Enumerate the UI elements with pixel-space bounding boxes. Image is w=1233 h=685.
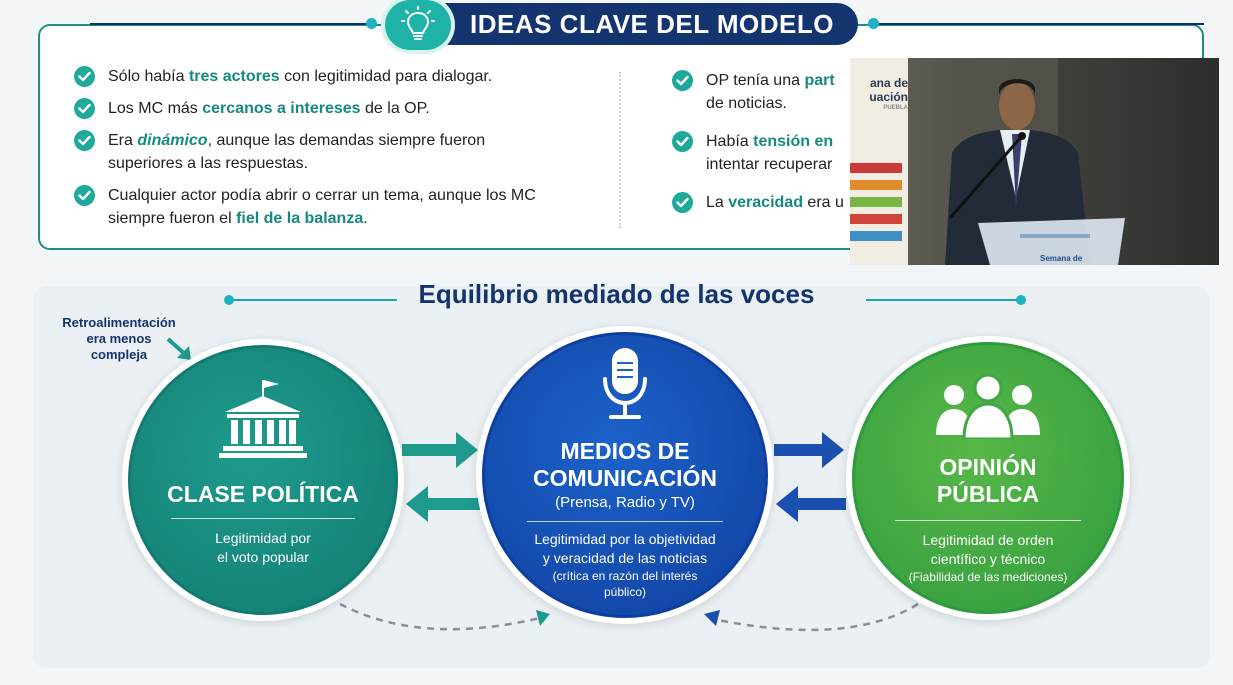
political-rule: [170, 518, 356, 519]
public-rule: [894, 520, 1082, 521]
key-idea-item: Había tensión en intentar recuperar: [672, 130, 852, 176]
check-circle-icon: [74, 66, 95, 87]
idea-text: de la OP.: [360, 100, 430, 117]
media-description: Legitimidad por la objetividad y veracid…: [534, 531, 716, 566]
header-line-right: [876, 23, 1204, 25]
key-idea-item: Cualquier actor podía abrir o cerrar un …: [74, 184, 544, 230]
column-divider: [619, 72, 621, 228]
media-note: (crítica en razón del interés público): [552, 569, 698, 599]
title-dot-left: [224, 295, 234, 305]
key-idea-item: Sólo había tres actores con legitimidad …: [74, 65, 544, 88]
check-circle-icon: [74, 185, 95, 206]
highlighted-term: cercanos a intereses: [202, 100, 361, 117]
header-dot-right: [868, 18, 879, 29]
title-dot-right: [1016, 295, 1026, 305]
political-title: CLASE POLÍTICA: [167, 481, 359, 507]
header-dot-left: [366, 18, 377, 29]
speaker-webcam-video[interactable]: ana de uación PUEBLA Semana de: [850, 58, 1219, 265]
idea-text: La: [706, 194, 729, 211]
idea-text: .: [363, 210, 368, 227]
dashed-feedback-arcs: [339, 602, 919, 632]
idea-text: era u: [802, 194, 844, 211]
highlighted-term: tres actores: [188, 68, 280, 85]
arrows-political-media: [402, 432, 480, 522]
idea-text: Había: [706, 133, 754, 150]
check-circle-icon: [672, 131, 693, 152]
title-line-left: [230, 299, 397, 301]
public-title: OPINIÓN PÚBLICA: [936, 454, 1040, 507]
key-idea-item: La veracidad era u: [672, 191, 852, 214]
highlighted-term: part: [804, 72, 835, 89]
idea-text: , aunque las demandas siempre fueron sup…: [108, 132, 486, 172]
media-subtitle: (Prensa, Radio y TV): [555, 494, 695, 511]
idea-text: OP tenía una: [706, 72, 805, 89]
key-ideas-left-list: Sólo había tres actores con legitimidad …: [74, 65, 544, 239]
header-title-pill: IDEAS CLAVE DEL MODELO: [420, 3, 858, 45]
highlighted-term: tensión en: [753, 133, 834, 150]
check-circle-icon: [672, 192, 693, 213]
media-rule: [527, 521, 723, 522]
political-class-circle: CLASE POLÍTICA Legitimidad por el voto p…: [128, 345, 398, 615]
header-line-left: [90, 23, 372, 25]
lightbulb-icon: [385, 0, 451, 50]
check-circle-icon: [74, 130, 95, 151]
feedback-arrow-icon: [166, 337, 191, 360]
podium-label: Semana de: [1040, 254, 1083, 263]
people-group-icon: [930, 373, 1046, 444]
idea-text: de noticias.: [706, 95, 787, 112]
media-title: MEDIOS DE COMUNICACIÓN: [533, 438, 717, 491]
public-note: (Fiabilidad de las mediciones): [908, 570, 1068, 584]
check-circle-icon: [74, 98, 95, 119]
idea-text: Cualquier actor podía abrir o cerrar un …: [108, 187, 536, 227]
microphone-icon: [597, 347, 653, 428]
public-description: Legitimidad de orden científico y técnic…: [922, 532, 1054, 567]
idea-text: Era: [108, 132, 138, 149]
political-description: Legitimidad por el voto popular: [215, 530, 311, 565]
check-circle-icon: [672, 70, 693, 91]
key-ideas-right-list: OP tenía una part de noticias. Había tens…: [672, 69, 852, 229]
header-title: IDEAS CLAVE DEL MODELO: [470, 8, 834, 39]
highlighted-term: dinámico: [137, 132, 208, 149]
idea-text: Los MC más: [108, 100, 203, 117]
public-opinion-circle: OPINIÓN PÚBLICA Legitimidad de orden cie…: [852, 342, 1124, 614]
key-idea-item: Los MC más cercanos a intereses de la OP…: [74, 97, 544, 120]
event-banner-text: ana de uación PUEBLA: [869, 76, 908, 111]
highlighted-term: fiel de la balanza: [236, 210, 364, 227]
idea-text: con legitimidad para dialogar.: [279, 68, 493, 85]
section-title: Equilibrio mediado de las voces: [418, 279, 815, 309]
government-building-icon: [213, 380, 313, 463]
idea-text: intentar recuperar: [706, 156, 833, 173]
key-idea-item: Era dinámico, aunque las demandas siempr…: [74, 129, 544, 175]
media-circle: MEDIOS DE COMUNICACIÓN (Prensa, Radio y …: [482, 332, 768, 618]
highlighted-term: veracidad: [728, 194, 803, 211]
key-idea-item: OP tenía una part de noticias.: [672, 69, 852, 115]
arrows-media-public: [774, 432, 846, 522]
title-line-right: [866, 299, 1019, 301]
idea-text: Sólo había: [108, 68, 189, 85]
feedback-note: Retroalimentación era menos compleja: [62, 315, 176, 362]
